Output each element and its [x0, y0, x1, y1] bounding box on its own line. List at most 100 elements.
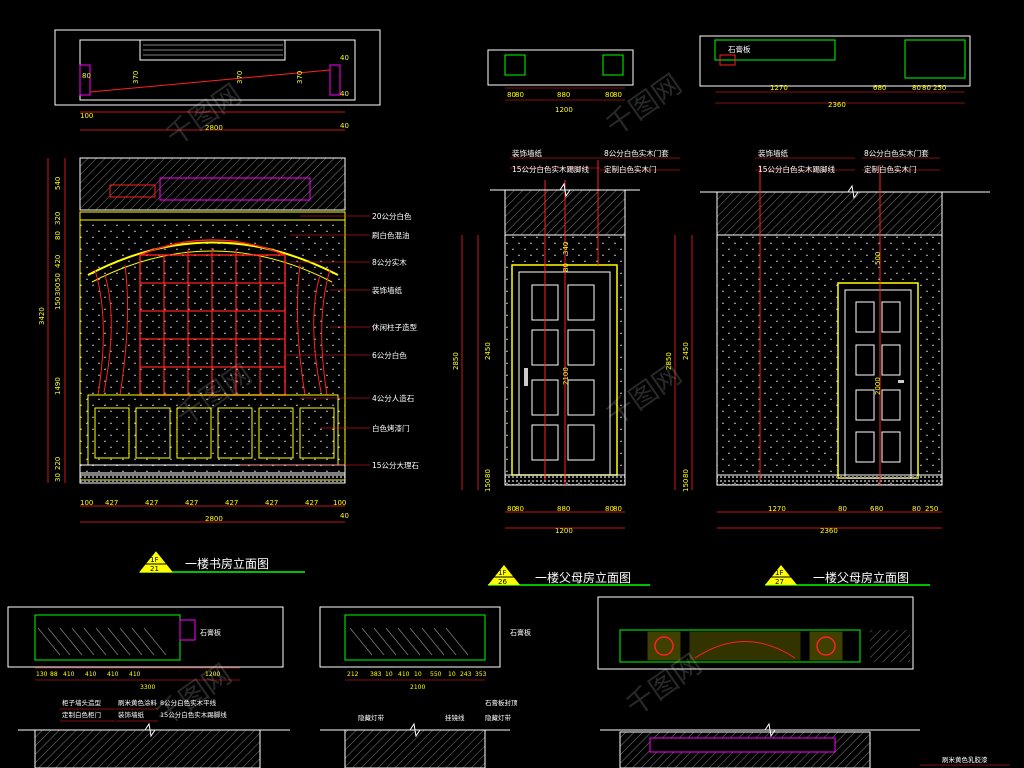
parent1-left-dim-0: 2850	[452, 352, 460, 370]
study-top-dim-8: 40	[340, 122, 349, 130]
bottom-plan1-dim-0: 130	[36, 671, 48, 678]
study-label-6: 4公分人造石	[372, 393, 415, 403]
bottom-elevation-2: 隐藏灯带 挂镜线 石膏板封顶 隐藏灯带	[320, 698, 518, 768]
parent1-top-dim-4: 80	[613, 91, 622, 99]
parent1-top-dim-2: 880	[557, 91, 570, 99]
parent2-top-dim-0: 1270	[770, 84, 788, 92]
bottom-plan1-label: 石膏板	[200, 628, 221, 637]
study-bottom-dim-7: 100	[333, 499, 346, 507]
study-plan-dims: 80 370 370 370 40 40 100 2800 40	[80, 54, 349, 132]
parent2-left-dim-2: 80	[682, 469, 690, 478]
study-top-dim-2: 370	[236, 71, 244, 84]
study-left-dim-6: 80	[54, 231, 62, 240]
parent1-left-dim-3: 150	[484, 479, 492, 492]
parent-room-elevation-2: 石膏板 1270 680 80 80 250 2360	[665, 35, 990, 586]
study-title: 一楼书房立面图	[185, 556, 269, 571]
parent2-left-dim-1: 2450	[682, 342, 690, 360]
parent2-label-0: 装饰墙纸	[758, 148, 788, 158]
parent1-door-dim-0: 2100	[562, 367, 570, 385]
study-label-5: 6公分白色	[372, 350, 407, 360]
parent-room-elevation-1: 80 80 880 80 80 1200	[452, 49, 680, 586]
parent2-elevation-body	[700, 165, 990, 486]
study-top-dim-4: 40	[340, 54, 349, 62]
bottom-elevation-3: 刷米黄色乳胶漆	[600, 722, 1010, 768]
parent2-plan-view: 石膏板	[699, 35, 971, 104]
bottom-plan-3	[597, 596, 914, 670]
bottom-plan2-dim-3: 410	[398, 671, 410, 678]
parent2-title: 一楼父母房立面图	[813, 570, 909, 585]
parent1-bottom-dim-0: 80	[507, 505, 516, 513]
bottom-plan1-dim-2: 410	[63, 671, 75, 678]
parent2-bottom-dim-1: 80	[838, 505, 847, 513]
parent1-top-dims: 80 80 880 80 80 1200	[507, 91, 622, 114]
bottom-elev1-label-5: 15公分白色实木踢脚线	[160, 710, 227, 719]
bottom-plan2-dim-2: 10	[385, 671, 393, 678]
parent2-badge-num: 27	[775, 578, 784, 586]
study-bottom-dim-6: 427	[305, 499, 318, 507]
parent2-top-dim-3: 80	[922, 84, 931, 92]
parent1-bottom-dim-1: 80	[515, 505, 524, 513]
parent1-bottom-dim-4: 80	[613, 505, 622, 513]
parent1-left-dim-2: 80	[484, 469, 492, 478]
bottom-plan1-dim-4: 410	[107, 671, 119, 678]
bottom-plan2-dim-6: 10	[448, 671, 456, 678]
study-elevation-body	[79, 157, 346, 484]
bottom-plan2-dim-0: 212	[347, 671, 359, 678]
study-left-dim-8: 300	[54, 283, 62, 296]
parent1-title-block: 1F 26 一楼父母房立面图	[488, 565, 650, 586]
parent1-plan-view	[487, 49, 634, 101]
parent2-bottom-dim-2: 680	[870, 505, 883, 513]
bottom-elev2-label-3: 隐藏灯带	[485, 713, 512, 722]
study-left-dim-9: 150	[54, 297, 62, 310]
bottom-row-drawings: 石膏板 130 88 410 410 410 410 1200 3300 石膏板…	[7, 596, 1010, 768]
bottom-plan-1: 石膏板 130 88 410 410 410 410 1200 3300	[7, 606, 284, 691]
parent1-top-dim-1: 80	[515, 91, 524, 99]
parent1-side-dims: 2850 2450 80 150 2100 340 80	[452, 235, 570, 492]
bottom-elev1-label-1: 定制白色柜门	[62, 710, 101, 719]
study-left-dim-5: 30	[54, 473, 62, 482]
study-bottom-dim-4: 427	[225, 499, 238, 507]
parent2-side-dims: 2850 2450 80 150 2000 500	[665, 235, 882, 492]
study-bottom-dim-9: 40	[340, 512, 349, 520]
parent2-top-dim-2: 80	[912, 84, 921, 92]
parent2-top-dim-1: 680	[873, 84, 886, 92]
study-left-dims: 540 320 3420 1490 220 30 80 420 300 150 …	[38, 158, 66, 483]
study-left-dim-4: 220	[54, 457, 62, 470]
study-top-dim-7: 2800	[205, 124, 223, 132]
parent1-door-dim-1: 340	[562, 242, 570, 255]
study-label-0: 20公分白色	[372, 211, 412, 221]
parent2-bottom-dim-0: 1270	[768, 505, 786, 513]
parent2-label-2: 8公分白色实木门套	[864, 148, 929, 158]
study-bottom-dim-1: 427	[105, 499, 118, 507]
bottom-plan2-dim-8: 353	[475, 671, 487, 678]
parent1-label-0: 装饰墙纸	[512, 148, 542, 158]
parent1-left-dim-1: 2450	[484, 342, 492, 360]
parent1-top-dim-5: 1200	[555, 106, 573, 114]
parent1-annotations: 装饰墙纸 15公分白色实木踢脚线 8公分白色实木门套 定制白色实木门	[510, 148, 680, 174]
study-badge-num: 21	[150, 565, 159, 573]
study-top-dim-0: 80	[82, 72, 91, 80]
bottom-plan2-dim-9: 2100	[410, 684, 425, 691]
parent2-door-dim-1: 500	[874, 252, 882, 265]
study-bottom-dims: 100 427 427 427 427 427 427 100 2800 40	[80, 499, 349, 523]
bottom-elev1-label-3: 装饰墙纸	[118, 710, 145, 719]
bottom-plan2-label: 石膏板	[510, 628, 531, 637]
bottom-elevation-1: 柜子墙头造型 定制白色柜门 刷米黄色涂料 装饰墙纸 8公分白色实木平线 15公分…	[18, 698, 290, 768]
study-left-dim-3: 1490	[54, 377, 62, 395]
parent2-annotations: 装饰墙纸 15公分白色实木踢脚线 8公分白色实木门套 定制白色实木门	[755, 148, 940, 174]
parent2-bottom-dim-5: 2360	[820, 527, 838, 535]
parent1-bottom-dims: 80 80 880 80 80 1200	[505, 505, 625, 535]
study-bottom-dim-2: 427	[145, 499, 158, 507]
parent2-left-dim-0: 2850	[665, 352, 673, 370]
bottom-plan1-dim-3: 410	[85, 671, 97, 678]
parent1-top-dim-0: 80	[507, 91, 516, 99]
parent1-bottom-dim-3: 80	[605, 505, 614, 513]
bottom-elev1-label-4: 8公分白色实木平线	[160, 698, 217, 707]
parent2-top-dim-5: 2360	[828, 101, 846, 109]
bottom-elev1-label-0: 柜子墙头造型	[62, 698, 102, 707]
parent2-top-label: 石膏板	[728, 44, 751, 54]
bottom-plan1-dim-7: 3300	[140, 684, 155, 691]
parent2-top-dim-4: 250	[933, 84, 946, 92]
study-room-elevation: 80 370 370 370 40 40 100 2800 40	[38, 29, 420, 573]
